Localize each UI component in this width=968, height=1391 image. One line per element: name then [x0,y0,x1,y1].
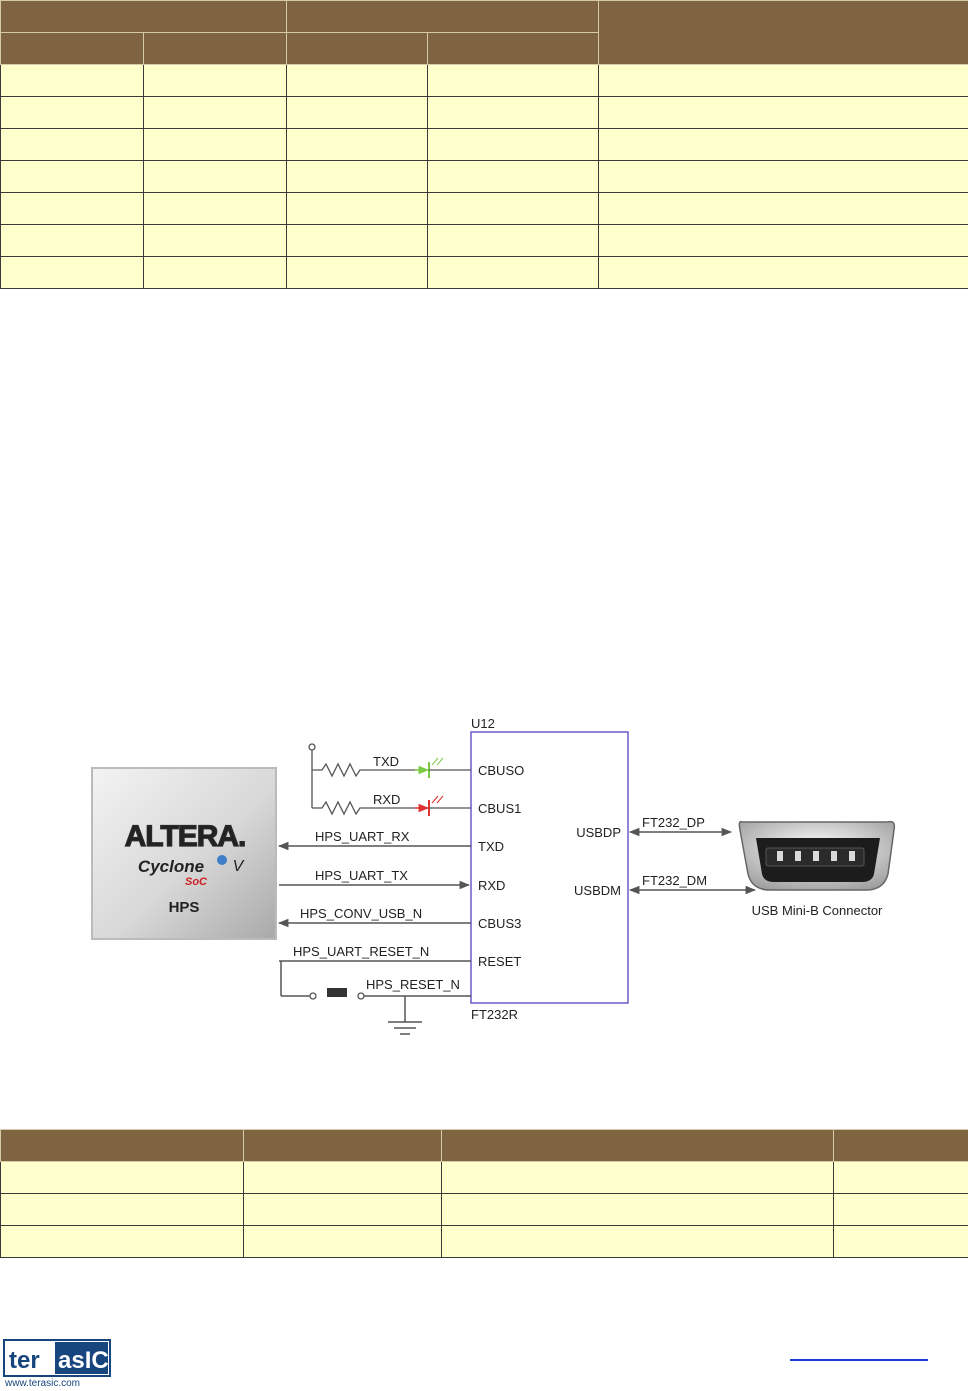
signal-label: FT232_DP [642,815,705,830]
table-header [243,1129,442,1162]
table-header-group-1 [0,0,287,33]
txd-led-label: TXD [373,754,399,769]
connector-label: USB Mini-B Connector [752,903,883,918]
pin-label: RESET [478,954,521,969]
vcc-terminal-icon [308,743,316,751]
table-subheader [286,32,428,65]
pin-label: RXD [478,878,505,893]
table-row [0,1161,968,1194]
usb-mini-b-connector-icon: USB Mini-B Connector [738,820,896,918]
pin-label: USBDM [574,883,621,898]
pin-label: CBUS3 [478,916,521,931]
table-row [0,192,968,225]
signal-label: HPS_UART_TX [315,868,408,883]
soc-text: SoC [185,876,208,888]
signal-label: HPS_CONV_USB_N [300,906,422,921]
cyclone-logo-text: Cyclone [138,857,204,876]
table-header-group-2 [286,0,599,33]
cyclone-swirl-icon [217,855,227,865]
pin-label: CBUS1 [478,801,521,816]
ft232r-chip: U12 FT232R CBUSO CBUS1 TXD RXD CBUS3 RES… [470,716,629,1022]
table-row [0,1225,968,1258]
table-row [0,64,968,97]
table-header-group-3 [598,0,968,65]
table-row [0,1193,968,1226]
altera-logo-text: ALTERA. [125,820,246,853]
logo-url: www.terasic.com [4,1378,80,1389]
table-header [833,1129,968,1162]
usb-signal-lines: FT232_DP FT232_DM [628,815,757,895]
table-row [0,256,968,289]
pin-assignment-table-bottom [0,1129,968,1258]
signal-label: HPS_UART_RESET_N [293,944,429,959]
pin-label: USBDP [576,825,621,840]
resistor-icon [312,762,415,778]
fpga-chip: ALTERA. Cyclone V SoC HPS [91,767,277,940]
rxd-led-label: RXD [373,792,400,807]
uart-to-usb-block-diagram: ALTERA. Cyclone V SoC HPS U12 FT232R CBU… [91,716,896,1035]
reset-pushbutton-icon [327,988,347,997]
resistor-icon [312,800,415,816]
pin-label: TXD [478,839,504,854]
table-header [0,1129,244,1162]
svg-text:asIC: asIC [58,1347,109,1374]
signal-label: HPS_RESET_N [366,977,460,992]
footer-link[interactable] [790,1359,928,1361]
table-row [0,128,968,161]
table-subheader [143,32,287,65]
hps-signal-lines: HPS_UART_RX HPS_UART_TX HPS_CONV_USB_N H… [277,829,471,1035]
hps-text: HPS [169,899,200,916]
table-header [441,1129,834,1162]
table-row [0,160,968,193]
signal-label: FT232_DM [642,873,707,888]
terasic-logo: ter asIC www.terasic.com [3,1339,111,1389]
cyclone-v-text: V [233,858,245,875]
chip-part-label: FT232R [471,1007,518,1022]
chip-ref-label: U12 [471,716,495,731]
svg-text:ter: ter [9,1347,40,1374]
table-row [0,96,968,129]
table-subheader [0,32,144,65]
signal-label: HPS_UART_RX [315,829,410,844]
table-row [0,224,968,257]
table-subheader [427,32,599,65]
pin-label: CBUSO [478,763,524,778]
led-indicator-circuit: TXD RXD [308,743,471,816]
pin-assignment-table-top [0,0,968,289]
